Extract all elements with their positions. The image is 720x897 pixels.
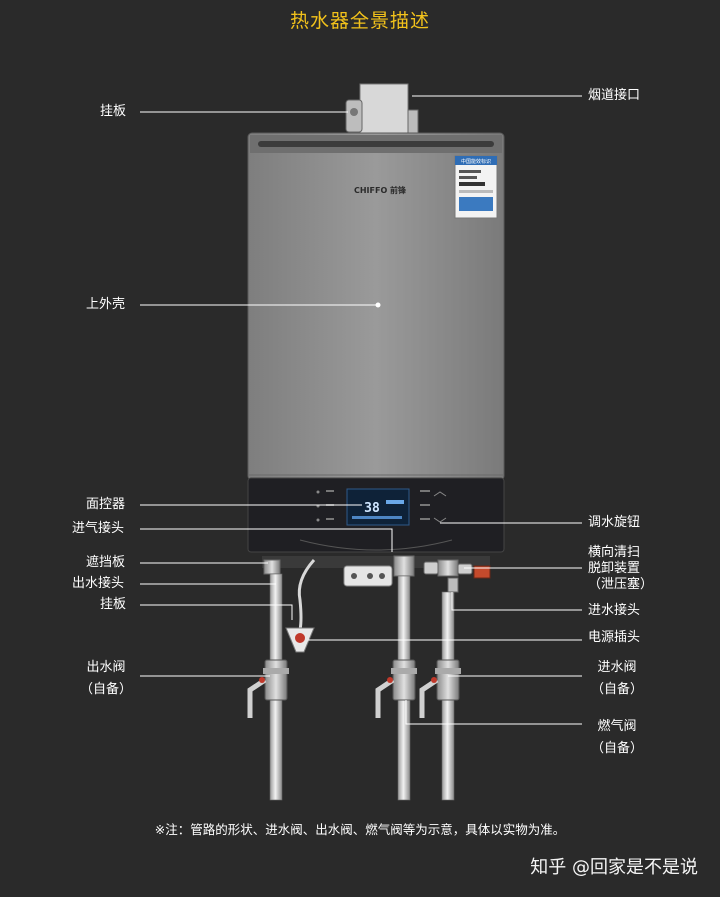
label-inlet-valve: 进水阀 （自备） — [584, 660, 650, 698]
label-upper-shell: 上外壳 — [86, 297, 126, 312]
label-gas-valve-note: （自备） — [590, 741, 643, 756]
label-shield-plate: 遮挡板 — [86, 555, 126, 570]
label-hanging-plate-top: 挂板 — [100, 104, 127, 119]
label-control-panel: 面控器 — [86, 497, 126, 512]
label-flue-port: 烟道接口 — [588, 88, 641, 103]
label-gas-valve-name: 燃气阀 — [597, 719, 637, 734]
energy-label-title: 中国能效标识 — [461, 158, 491, 165]
control-panel-face: 38 — [247, 477, 505, 553]
energy-label: 中国能效标识 — [454, 155, 498, 219]
label-outlet-valve-name: 出水阀 — [86, 660, 126, 675]
panel-display-readout: 38 — [364, 501, 380, 516]
label-power-plug: 电源插头 — [588, 630, 641, 645]
flue-port — [345, 83, 419, 141]
watermark: 知乎 @回家是不是说 — [530, 857, 698, 878]
brand-logo: CHIFFO 前锋 — [354, 185, 407, 195]
label-drain-line3: （泄压塞） — [588, 577, 654, 592]
label-hanging-plate-bottom: 挂板 — [100, 597, 127, 612]
label-water-inlet: 进水接头 — [588, 603, 641, 618]
diagram-title: 热水器全景描述 — [289, 10, 430, 32]
pipes — [269, 573, 455, 801]
power-cable — [285, 558, 316, 653]
label-outlet-valve: 出水阀 （自备） — [76, 660, 136, 698]
inlet-valve — [419, 659, 461, 718]
outlet-valve — [247, 659, 289, 718]
label-gas-inlet: 进气接头 — [72, 521, 125, 536]
label-drain-device: 横向清扫 脱卸装置 （泄压塞） — [588, 545, 653, 593]
label-drain-line2: 脱卸装置 — [588, 561, 641, 576]
label-water-outlet: 出水接头 — [72, 576, 125, 591]
label-gas-valve: 燃气阀 （自备） — [584, 719, 650, 757]
label-outlet-valve-note: （自备） — [79, 682, 132, 697]
leader-lines — [140, 95, 582, 725]
label-water-knob: 调水旋钮 — [588, 515, 641, 530]
gas-valve — [375, 659, 417, 718]
footnote: ※注：管路的形状、进水阀、出水阀、燃气阀等为示意，具体以实物为准。 — [154, 822, 566, 837]
label-inlet-valve-note: （自备） — [590, 682, 643, 697]
label-drain-line1: 横向清扫 — [588, 545, 641, 560]
label-inlet-valve-name: 进水阀 — [597, 660, 637, 675]
bottom-fittings — [262, 555, 491, 593]
